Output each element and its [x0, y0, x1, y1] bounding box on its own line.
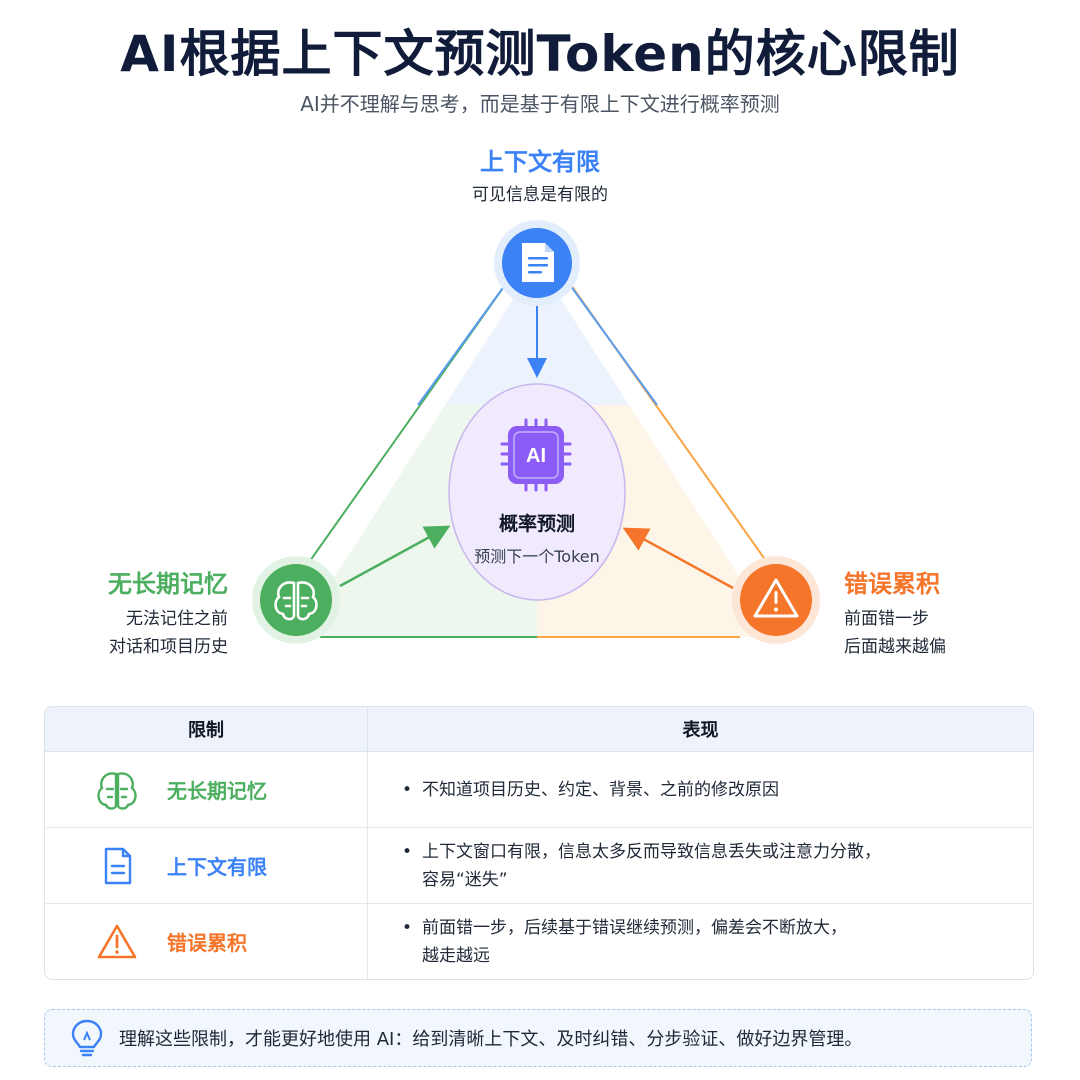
top-label-title: 上下文有限	[480, 148, 600, 176]
arrow-left-to-center	[339, 525, 451, 588]
row-description: 前面错一步，后续基于错误继续预测，偏差会不断放大，	[402, 914, 847, 942]
row-description: 不知道项目历史、约定、背景、之前的修改原因	[402, 776, 779, 804]
right-label-line1: 前面错一步	[844, 609, 929, 629]
right-label-line2: 后面越来越偏	[844, 637, 946, 657]
top-node	[494, 220, 580, 306]
ai-chip-label: AI	[526, 445, 546, 467]
brain-icon	[97, 772, 137, 810]
document-icon	[104, 847, 132, 885]
header-limit: 限制	[45, 707, 368, 751]
table-row: 错误累积 前面错一步，后续基于错误继续预测，偏差会不断放大， 越走越远	[45, 904, 1033, 979]
right-label: 错误累积 前面错一步 后面越来越偏	[844, 564, 1044, 661]
lightbulb-icon	[71, 1019, 103, 1057]
warning-icon	[97, 924, 137, 959]
top-label-subtitle: 可见信息是有限的	[472, 185, 608, 205]
row-limit-name: 错误累积	[167, 931, 247, 955]
warning-icon	[753, 578, 799, 618]
page-subtitle: AI并不理解与思考，而是基于有限上下文进行概率预测	[300, 92, 780, 116]
brain-icon	[274, 581, 318, 621]
tip-text: 理解这些限制，才能更好地使用 AI：给到清晰上下文、及时纠错、分步验证、做好边界…	[119, 1029, 863, 1050]
table-row: 无长期记忆 不知道项目历史、约定、背景、之前的修改原因	[45, 752, 1033, 828]
center-subtitle: 预测下一个Token	[474, 547, 600, 566]
document-icon	[522, 243, 554, 282]
header-manifestation: 表现	[682, 720, 719, 741]
left-node	[252, 556, 340, 644]
right-label-title: 错误累积	[844, 570, 940, 598]
row-limit-name: 无长期记忆	[167, 779, 267, 803]
row-description-cont: 越走越远	[422, 945, 490, 966]
left-label: 无长期记忆 无法记住之前 对话和项目历史	[40, 564, 228, 661]
row-description-cont: 容易“迷失”	[422, 869, 508, 890]
left-label-line2: 对话和项目历史	[109, 637, 228, 657]
right-node	[732, 556, 820, 644]
table-header: 限制 表现	[45, 707, 1033, 752]
prediction-diagram: AI 概率预测 预测下一个Token	[252, 220, 820, 644]
row-limit-name: 上下文有限	[167, 855, 267, 879]
arrow-right-to-center	[622, 527, 734, 590]
ai-chip-icon: AI	[500, 418, 572, 492]
tip-box: 理解这些限制，才能更好地使用 AI：给到清晰上下文、及时纠错、分步验证、做好边界…	[44, 1009, 1032, 1067]
table-row: 上下文有限 上下文窗口有限，信息太多反而导致信息丢失或注意力分散， 容易“迷失”	[45, 828, 1033, 904]
left-label-title: 无长期记忆	[108, 570, 228, 598]
top-label: 上下文有限 可见信息是有限的	[440, 142, 640, 209]
center-title: 概率预测	[499, 512, 575, 535]
center-node	[448, 383, 626, 601]
page-title: AI根据上下文预测Token的核心限制	[120, 25, 960, 83]
limits-table: 限制 表现 无长期记忆 不知道项目历史、约定、背景、之前的修改原因	[44, 706, 1034, 980]
left-label-line1: 无法记住之前	[126, 609, 228, 629]
row-description: 上下文窗口有限，信息太多反而导致信息丢失或注意力分散，	[402, 838, 881, 866]
